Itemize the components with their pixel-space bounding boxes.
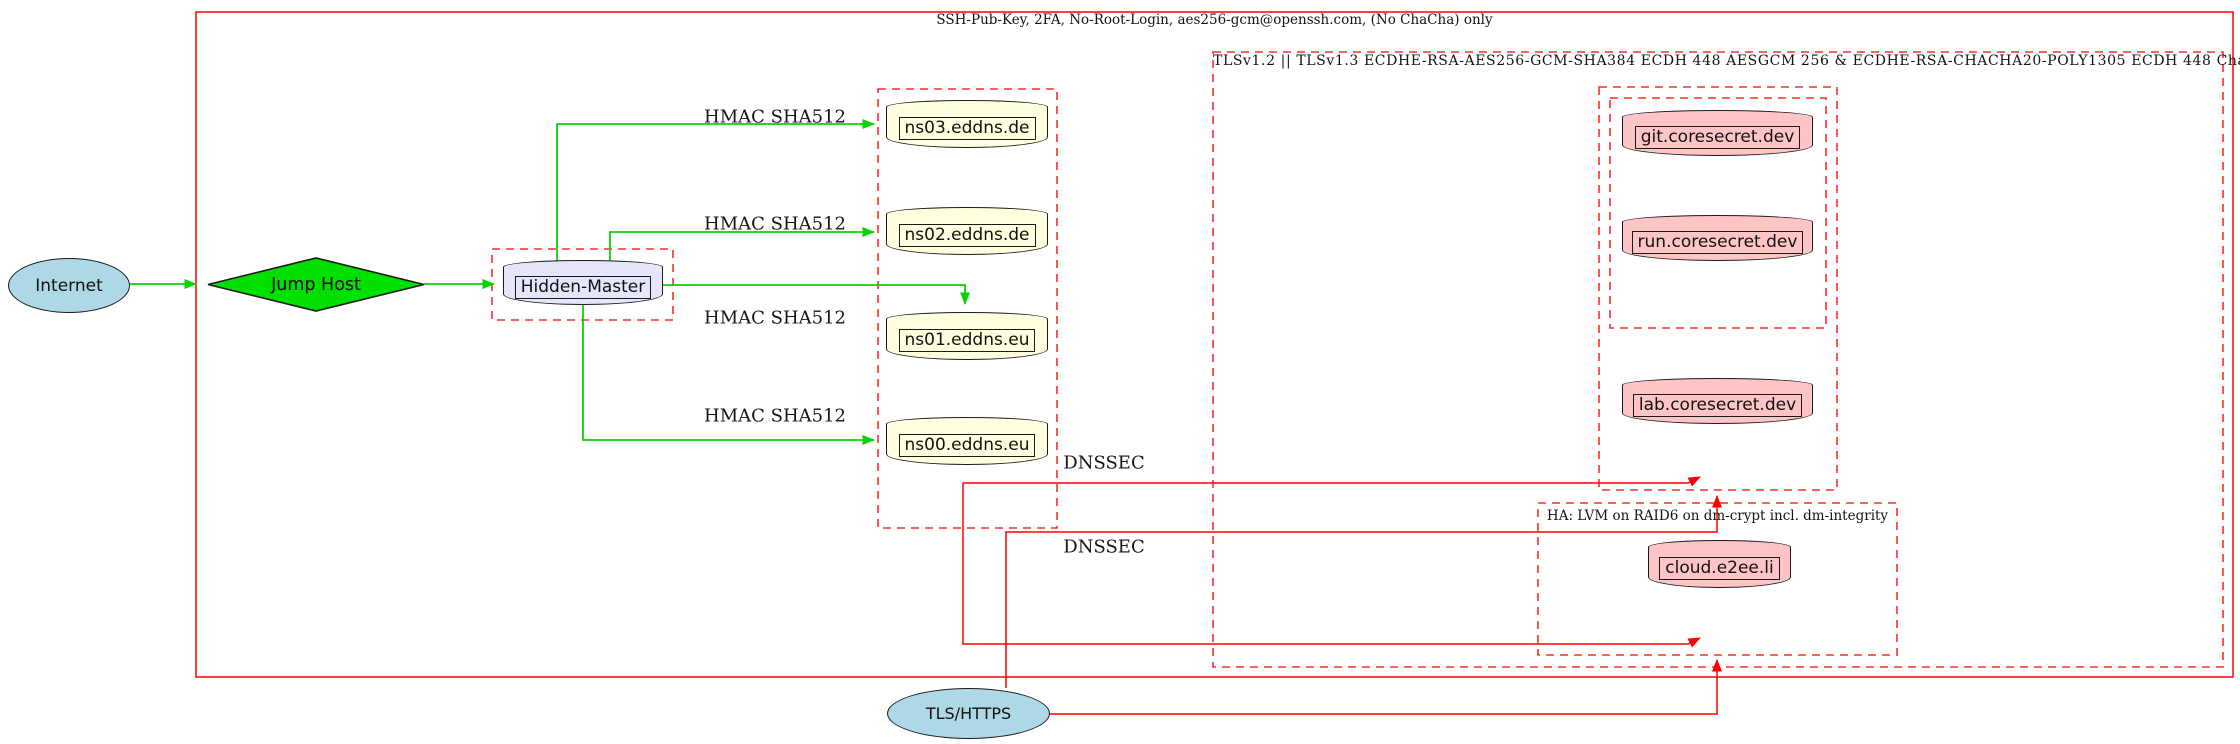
node-run: run.coresecret.dev [1622, 215, 1813, 261]
edge-tls-to-ha [1048, 659, 1722, 715]
node-ns00: ns00.eddns.eu [886, 417, 1048, 465]
node-ns02: ns02.eddns.de [886, 207, 1048, 255]
node-ns00-label: ns00.eddns.eu [898, 434, 1036, 457]
node-git: git.coresecret.dev [1622, 110, 1813, 156]
cylinder-body [886, 319, 1048, 360]
cluster-ha-box [1537, 502, 1898, 656]
node-lab: lab.coresecret.dev [1622, 378, 1813, 424]
edge-hmac-ns01 [663, 284, 970, 305]
node-ns03-label: ns03.eddns.de [898, 117, 1036, 140]
node-hidden-master: Hidden-Master [503, 260, 663, 305]
cluster-ha-label: HA: LVM on RAID6 on dm-crypt incl. dm-in… [1546, 508, 1889, 524]
node-tls-https-label: TLS/HTTPS [925, 704, 1012, 723]
node-lab-label: lab.coresecret.dev [1632, 394, 1803, 417]
cylinder-body [1622, 385, 1813, 424]
node-run-label: run.coresecret.dev [1631, 231, 1804, 254]
edge-label-dnssec-1: DNSSEC [1063, 452, 1145, 474]
edge-label-hmac-ns02: HMAC SHA512 [703, 213, 847, 235]
node-tls-https: TLS/HTTPS [887, 688, 1050, 739]
node-ns03: ns03.eddns.de [886, 100, 1048, 148]
edge-label-hmac-ns01: HMAC SHA512 [703, 307, 847, 329]
cylinder-body [1622, 117, 1813, 156]
node-ns01: ns01.eddns.eu [886, 312, 1048, 360]
cluster-tls-label: TLSv1.2 || TLSv1.3 ECDHE-RSA-AES256-GCM-… [1213, 53, 2240, 69]
node-internet: Internet [8, 258, 130, 313]
cluster-coresecret-box [1598, 86, 1838, 491]
cylinder-body [886, 107, 1048, 148]
cluster-eddns-box [877, 88, 1058, 529]
jump-host-diamond [207, 257, 425, 312]
node-internet-label: Internet [35, 275, 103, 296]
cluster-ssh-label: SSH-Pub-Key, 2FA, No-Root-Login, aes256-… [936, 12, 1493, 28]
edge-label-dnssec-2: DNSSEC [1063, 536, 1145, 558]
edge-label-hmac-ns03: HMAC SHA512 [703, 106, 847, 128]
edge-tls-to-coresecret [1005, 495, 1722, 688]
node-hidden-master-label: Hidden-Master [514, 275, 652, 299]
node-ns02-label: ns02.eddns.de [898, 224, 1036, 247]
cylinder-body [503, 267, 663, 305]
node-cloud-label: cloud.e2ee.li [1659, 557, 1780, 580]
edge-hmac-ns02 [609, 227, 875, 268]
node-jump-host-label: Jump Host [271, 275, 361, 295]
edge-dnssec-to-ha [962, 483, 1701, 648]
cluster-ssh-box [195, 11, 2234, 678]
cylinder-body [1648, 547, 1791, 588]
node-ns01-label: ns01.eddns.eu [898, 329, 1036, 352]
cluster-gitrun-box [1609, 97, 1827, 329]
cylinder-body [1622, 222, 1813, 261]
edge-hmac-ns00 [582, 300, 875, 445]
edge-dnssec-to-lab [963, 476, 1701, 487]
edge-hmac-ns03 [556, 119, 875, 268]
cylinder-body [886, 424, 1048, 465]
node-git-label: git.coresecret.dev [1634, 126, 1801, 149]
edge-label-hmac-ns00: HMAC SHA512 [703, 405, 847, 427]
cylinder-body [886, 214, 1048, 255]
node-cloud: cloud.e2ee.li [1648, 540, 1791, 588]
